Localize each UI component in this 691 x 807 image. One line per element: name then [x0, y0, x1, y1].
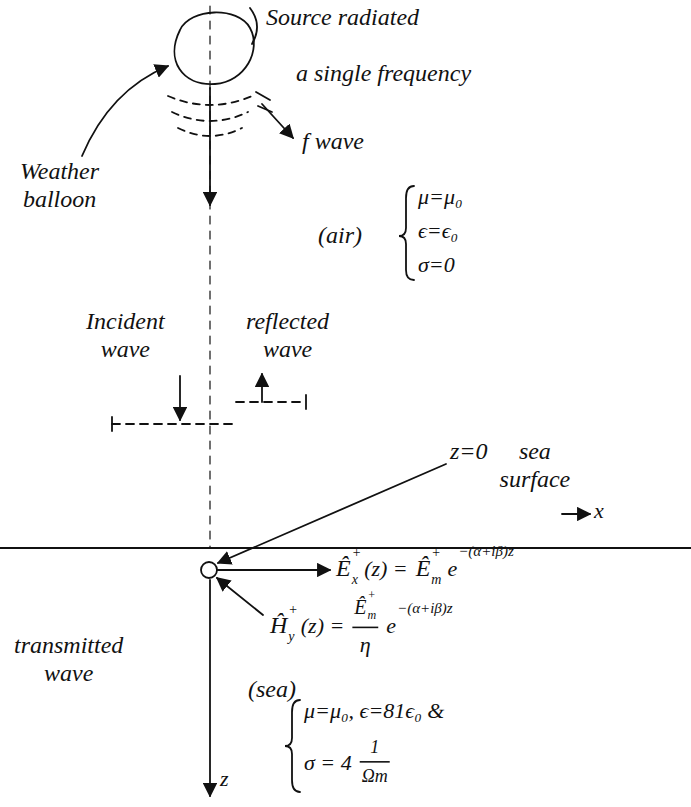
wave-label: transmitted wave — [14, 632, 123, 687]
reflected-front — [236, 401, 306, 403]
front-tick — [111, 417, 113, 431]
wave-front — [172, 112, 248, 121]
material-parameter: σ = 4 — [304, 750, 352, 775]
superscript: + — [288, 602, 297, 618]
leader-line — [217, 578, 263, 615]
boundary-label: z=0 — [450, 438, 488, 466]
material-parameter: μ=μ₀ — [418, 184, 463, 209]
fraction-denominator: Ωm — [362, 766, 388, 787]
impedance-symbol: η — [360, 632, 371, 657]
incident-arrow — [179, 376, 181, 420]
source-note: f wave — [302, 128, 364, 156]
subscript: y — [288, 629, 294, 645]
superscript: + — [368, 589, 376, 603]
medium-label: (air) — [318, 222, 362, 250]
balloon-label: Weather balloon — [20, 158, 99, 213]
wave-front — [168, 96, 252, 105]
sea-surface — [0, 547, 691, 549]
field-symbol: Ê — [354, 596, 366, 619]
equation-text: (z) = — [364, 556, 408, 581]
equation-text: e — [386, 613, 396, 638]
field-arrow — [217, 569, 330, 571]
wave-front — [178, 128, 242, 136]
axis-label: x — [594, 498, 604, 523]
fraction-bar — [360, 761, 390, 763]
wave-front — [256, 92, 270, 100]
fraction-bar — [352, 627, 378, 629]
source-note: Source radiated — [266, 4, 419, 32]
medium-label: (sea) — [248, 676, 296, 704]
subscript: m — [431, 572, 441, 588]
subscript: x — [352, 572, 358, 588]
front-tick — [305, 395, 307, 409]
leader-line — [82, 66, 168, 156]
superscript: + — [431, 545, 440, 561]
subscript: m — [368, 609, 377, 623]
material-parameter: ϵ=ϵ₀ — [418, 218, 458, 243]
material-parameter: μ=μ₀, ϵ=81ϵ₀ & — [304, 698, 444, 723]
brace — [399, 186, 414, 280]
exponent: −(α+iβ)z — [458, 543, 514, 560]
field-symbol: Ĥ — [270, 612, 287, 640]
leader-line — [218, 464, 446, 563]
incident-front — [112, 423, 236, 425]
origin-circle — [201, 562, 217, 578]
brace — [285, 700, 300, 792]
reflected-arrow — [261, 374, 263, 402]
equation-text: e — [447, 556, 457, 581]
fraction-numerator: 1 — [370, 737, 379, 758]
wave-label: reflected wave — [246, 308, 329, 363]
boundary-label: sea surface — [500, 438, 571, 493]
balloon-outline — [175, 12, 254, 84]
axis-label: z — [220, 766, 229, 791]
axis-arrow — [209, 580, 211, 796]
field-symbol: Ê — [416, 555, 431, 583]
field-symbol: Ê — [336, 555, 351, 583]
center-line — [209, 6, 210, 548]
exponent: −(α+iβ)z — [397, 600, 453, 617]
radiation-arrow — [262, 104, 293, 138]
note-bracket — [250, 8, 257, 44]
wave-label: Incident wave — [86, 308, 165, 363]
superscript: + — [352, 545, 361, 561]
equation-text: (z) = — [301, 613, 345, 638]
axis-arrow — [562, 513, 590, 515]
source-note: a single frequency — [296, 60, 471, 88]
material-parameter: σ=0 — [418, 252, 455, 277]
